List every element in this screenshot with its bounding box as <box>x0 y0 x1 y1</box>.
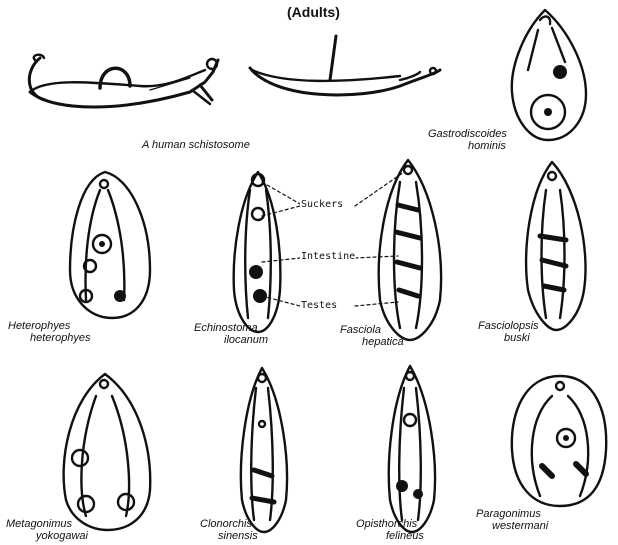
label-paragonimus: Paragonimus westermani <box>476 508 548 532</box>
plate-header: (Adults) <box>287 4 340 20</box>
fasciola-drawing <box>379 160 441 340</box>
label-gastrodiscoides: Gastrodiscoides hominis <box>428 128 507 152</box>
label-schistosome: A human schistosome <box>142 139 250 151</box>
clonorchis-drawing <box>241 368 287 532</box>
label-testes: Testes <box>300 300 338 311</box>
gastrodiscoides-drawing <box>512 10 586 140</box>
label-clonorchis: Clonorchis sinensis <box>200 518 258 542</box>
label-fasciola: Fasciola hepatica <box>340 324 404 348</box>
heterophyes-drawing <box>70 172 150 318</box>
opisthorchis-drawing <box>389 366 435 532</box>
metagonimus-drawing <box>64 374 151 530</box>
label-fasciolopsis: Fasciolopsis buski <box>478 320 539 344</box>
label-echinostoma: Echinostoma ilocanum <box>194 322 268 346</box>
label-intestine: Intestine <box>300 251 356 262</box>
label-metagonimus: Metagonimus yokogawai <box>6 518 88 542</box>
label-suckers: Suckers <box>300 199 344 210</box>
leader-lines <box>262 172 404 306</box>
fasciolopsis-drawing <box>526 162 585 330</box>
schistosome-single-drawing <box>250 36 440 95</box>
paragonimus-drawing <box>512 376 606 506</box>
label-opisthorchis: Opisthorchis felineus <box>356 518 424 542</box>
label-heterophyes: Heterophyes heterophyes <box>8 320 91 344</box>
schistosome-pair-drawing <box>29 55 218 107</box>
echinostoma-drawing <box>234 172 281 332</box>
